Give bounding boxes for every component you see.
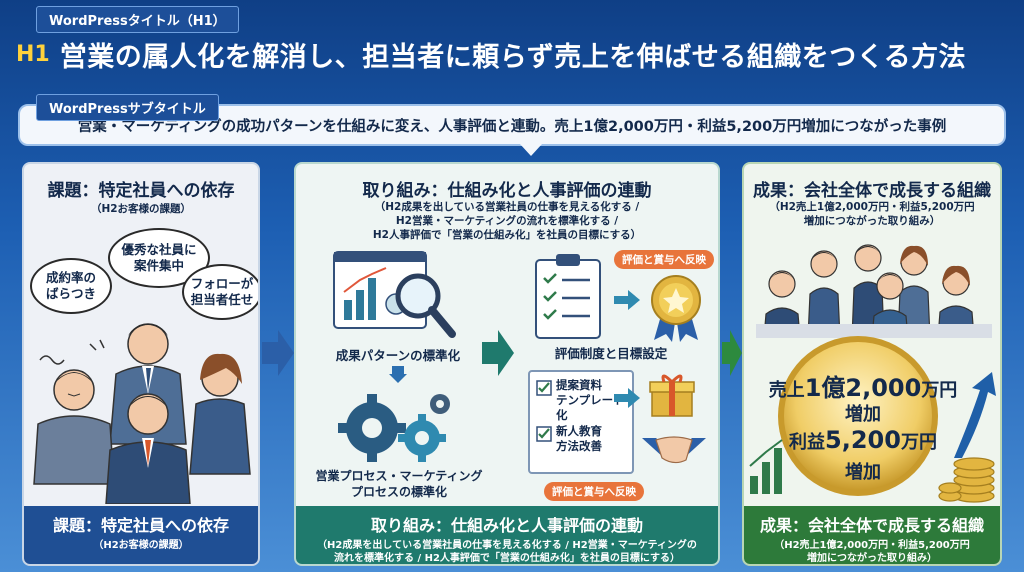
issue-footer-sub: （H2お客様の課題）	[93, 540, 189, 551]
report-magnifier-icon	[333, 251, 456, 338]
approach-footer-line: 流れを標準化する / H2人事評価で「営業の仕組み化」を社員の目標にする）	[333, 553, 681, 564]
down-arrow-icon	[389, 366, 407, 383]
checklist-card: 提案資料テンプレート化 新人教育方法改善	[528, 370, 634, 474]
checkbox-icon	[536, 380, 552, 396]
troubled-people-illustration	[33, 323, 251, 504]
result-profit-increase: 増加	[845, 462, 881, 483]
approach-footer-sub: （H2成果を出している営業社員の仕事を見える化する / H2営業・マーケティング…	[296, 539, 718, 564]
subtitle-text: 営業・マーケティングの成功パターンを仕組みに変え、人事評価と連動。売上1億2,0…	[77, 118, 947, 135]
result-subtitle: （H2売上1億2,000万円・利益5,200万円 増加につながった取り組み）	[744, 200, 1000, 228]
panel-issue: 課題：特定社員への依存 （H2お客様の課題） 成約率のばらつき 優秀な社員に案件…	[22, 162, 260, 566]
medal-icon	[651, 275, 701, 342]
page-title: 営業の属人化を解消し、担当者に頼らず売上を伸ばせる組織をつくる方法	[59, 41, 967, 73]
approach-title: 取り組み：仕組み化と人事評価の連動	[362, 181, 652, 201]
checklist-icon	[535, 254, 601, 339]
up-arrow-icon	[954, 372, 996, 458]
people-illustration	[756, 244, 992, 338]
h1-badge: H1	[16, 41, 50, 67]
bubble-followup-text: フォローが担当者任せ	[190, 276, 254, 307]
approach-subtitle: （H2成果を出している営業社員の仕事を見える化する / H2営業・マーケティング…	[296, 200, 718, 242]
label-process: 営業プロセス・マーケティング プロセスの標準化	[315, 469, 483, 499]
label-eval: 評価制度と目標設定	[554, 346, 668, 361]
result-sales-value: 1億2,000	[804, 374, 922, 402]
checkbox-icon	[536, 426, 552, 442]
approach-sub-line: H2人事評価で「営業の仕組み化」を社員の目標にする）	[372, 229, 642, 241]
result-profit-label: 利益	[789, 432, 826, 453]
arrow-right-icon	[614, 388, 640, 408]
result-footer-line: （H2売上1億2,000万円・利益5,200万円	[774, 540, 970, 551]
result-sales: 売上1億2,000万円	[768, 368, 958, 403]
bar-chart-icon	[749, 439, 783, 494]
check-item-template: 提案資料テンプレート化	[556, 378, 625, 422]
arrow-right-icon	[614, 290, 640, 310]
approach-sub-line: H2営業・マーケティングの流れを標準化する /	[395, 215, 619, 227]
result-footer-sub: （H2売上1億2,000万円・利益5,200万円 増加につながった取り組み）	[744, 539, 1000, 564]
bubble-followup: フォローが担当者任せ	[182, 264, 258, 320]
bubble-conversion: 成約率のばらつき	[30, 258, 112, 314]
bubble-concentration-text: 優秀な社員に案件集中	[121, 242, 197, 273]
arrow-right-icon	[482, 330, 514, 376]
pill-eval-top: 評価と賞与へ反映	[614, 250, 714, 269]
panel-approach: 取り組み：仕組み化と人事評価の連動 （H2成果を出している営業社員の仕事を見える…	[294, 162, 720, 566]
approach-footer: 取り組み：仕組み化と人事評価の連動 （H2成果を出している営業社員の仕事を見える…	[296, 506, 718, 564]
result-footer-title: 成果：会社全体で成長する組織	[759, 516, 984, 535]
result-profit-unit: 万円	[900, 432, 937, 453]
h1-bar: H1 営業の属人化を解消し、担当者に頼らず売上を伸ばせる組織をつくる方法	[10, 32, 1014, 76]
gift-icon	[649, 374, 695, 417]
issue-title: 課題：特定社員への依存	[47, 181, 235, 201]
subtitle-tag: WordPressサブタイトル	[36, 94, 219, 121]
issue-footer-title: 課題：特定社員への依存	[52, 516, 229, 535]
pill-eval-bottom: 評価と賞与へ反映	[544, 482, 644, 501]
subtitle-bar: 営業・マーケティングの成功パターンを仕組みに変え、人事評価と連動。売上1億2,0…	[18, 104, 1006, 156]
result-footer-line: 増加につながった取り組み）	[807, 553, 937, 564]
handshake-icon	[642, 436, 706, 464]
issue-subtitle: （H2お客様の課題）	[90, 203, 192, 215]
check-item-training: 新人教育方法改善	[556, 424, 602, 453]
result-title: 成果：会社全体で成長する組織	[753, 181, 991, 201]
bubble-conversion-text: 成約率のばらつき	[45, 270, 96, 301]
result-sales-label: 売上	[768, 380, 805, 401]
issue-footer: 課題：特定社員への依存 （H2お客様の課題）	[24, 506, 258, 564]
approach-footer-line: （H2成果を出している営業社員の仕事を見える化する / H2営業・マーケティング…	[317, 540, 697, 551]
result-sub-line: （H2売上1億2,000万円・利益5,200万円	[769, 201, 975, 213]
result-medallion	[778, 336, 938, 496]
result-profit-value: 5,200	[825, 426, 901, 454]
result-footer: 成果：会社全体で成長する組織 （H2売上1億2,000万円・利益5,200万円 …	[744, 506, 1000, 564]
result-sales-unit: 万円	[921, 380, 958, 401]
approach-footer-title: 取り組み：仕組み化と人事評価の連動	[370, 516, 643, 535]
gears-icon	[338, 394, 450, 462]
panel-result: 成果：会社全体で成長する組織 （H2売上1億2,000万円・利益5,200万円 …	[742, 162, 1002, 566]
h1-tag: WordPressタイトル（H1）	[36, 6, 239, 33]
approach-sub-line: （H2成果を出している営業社員の仕事を見える化する /	[374, 201, 640, 213]
arrow-right-icon	[722, 330, 742, 376]
result-sub-line: 増加につながった取り組み）	[803, 215, 941, 227]
label-pattern: 成果パターンの標準化	[335, 348, 461, 363]
coins-icon	[938, 457, 995, 503]
result-sales-increase: 増加	[845, 404, 881, 425]
arrow-right-icon	[262, 330, 294, 376]
result-profit: 利益5,200万円	[768, 426, 958, 454]
